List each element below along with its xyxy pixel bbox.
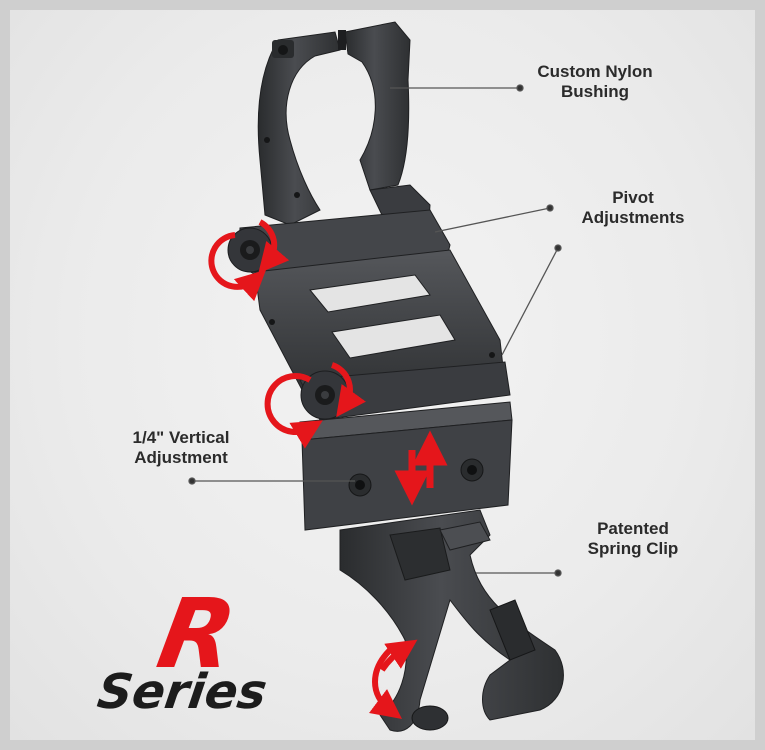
rotation-arrow-lower	[264, 362, 366, 449]
clamp-ring	[257, 21, 431, 246]
vertical-arrows	[394, 430, 448, 506]
callout-clip-line2: Spring Clip	[587, 539, 679, 558]
series-logo-word: Series	[94, 664, 271, 720]
callout-vertical-line1: 1/4" Vertical	[132, 428, 230, 447]
diagram-frame: Custom Nylon Bushing Pivot Adjustments 1…	[10, 10, 755, 740]
callout-pivot-line2: Adjustments	[581, 208, 685, 227]
mount-illustration	[188, 21, 564, 732]
callout-patented-spring-clip: Patented Spring Clip	[558, 519, 708, 559]
callout-vertical-line2: Adjustment	[134, 448, 228, 467]
callout-custom-nylon-bushing: Custom Nylon Bushing	[520, 62, 670, 102]
callout-bushing-line1: Custom Nylon	[537, 62, 653, 81]
clip-swing-arrow	[368, 639, 418, 720]
callout-pivot-line1: Pivot	[612, 188, 654, 207]
callout-bushing-line2: Bushing	[561, 82, 629, 101]
rotation-arrow-upper	[208, 219, 290, 302]
spring-clip	[339, 509, 564, 732]
callout-vertical-adjustment: 1/4" Vertical Adjustment	[106, 428, 256, 468]
leader-lines	[188, 84, 562, 577]
callout-clip-line1: Patented	[597, 519, 669, 538]
callout-pivot-adjustments: Pivot Adjustments	[558, 188, 708, 228]
